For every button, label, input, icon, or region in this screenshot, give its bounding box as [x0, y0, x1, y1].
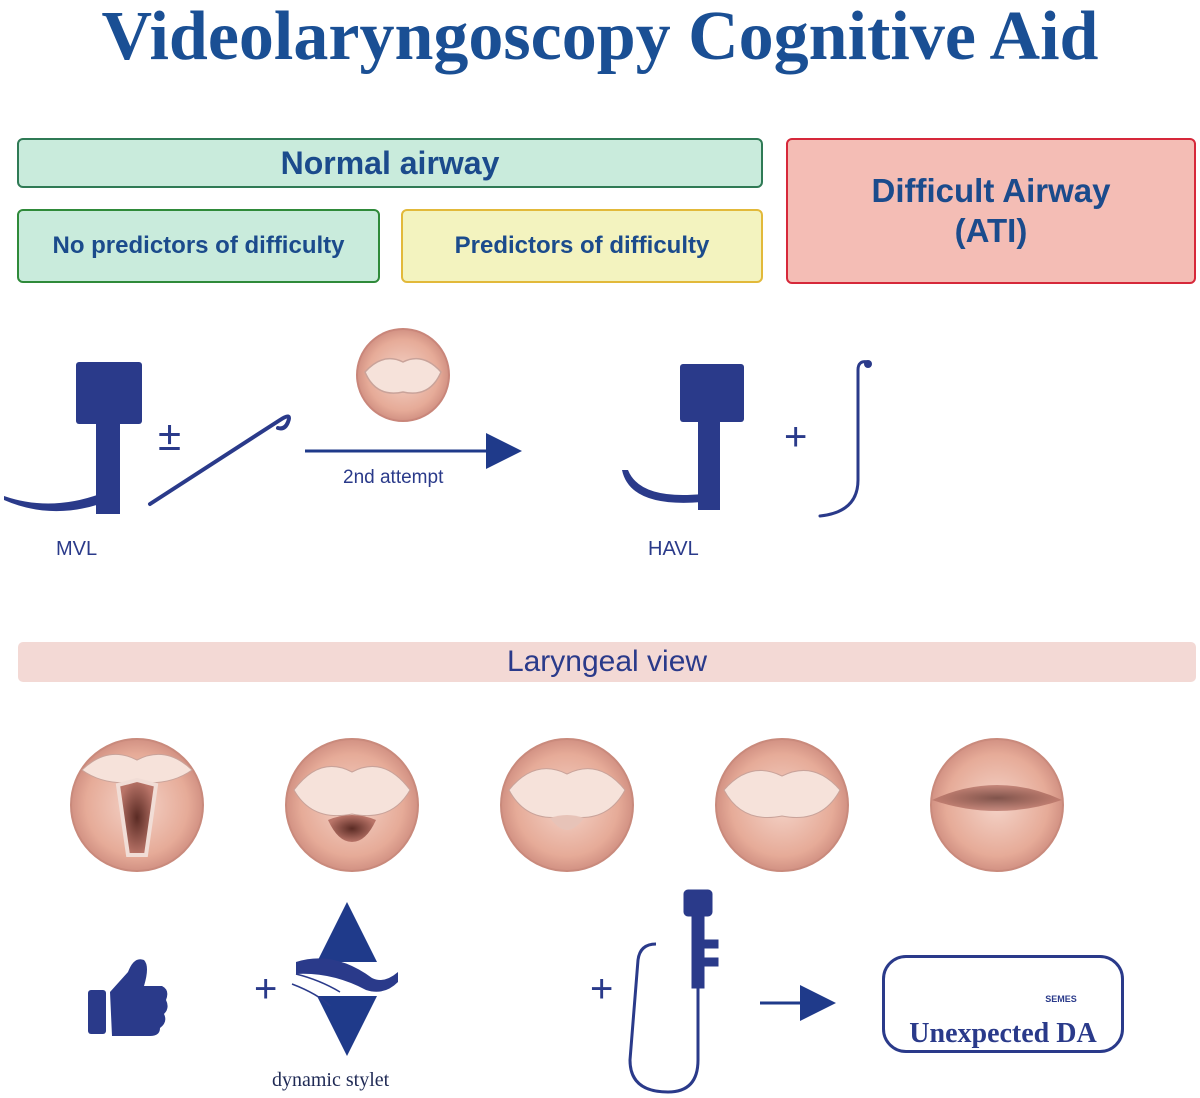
- mvl-label: MVL: [56, 538, 98, 560]
- laryngeal-view-band: Laryngeal view: [18, 642, 1196, 682]
- page-title: Videolaryngoscopy Cognitive Aid: [101, 0, 1099, 75]
- hyperangulated-videolaryngoscope-icon: [622, 364, 744, 510]
- glottis-view-grade-3-icon: [500, 738, 634, 872]
- glottis-view-grade-1-icon: [70, 738, 204, 872]
- thumbs-up-icon: [88, 959, 168, 1036]
- dynamic-stylet-icon: [291, 902, 398, 1056]
- semes-label: SEMES: [1045, 994, 1077, 1004]
- unexpected-da-label: Unexpected DA: [909, 1018, 1097, 1049]
- bougie-icon: [818, 360, 870, 518]
- difficult-airway-box: Difficult Airway (ATI): [786, 138, 1196, 284]
- glottis-view-small-icon: [356, 328, 450, 422]
- second-attempt-label: 2nd attempt: [343, 467, 444, 488]
- plus-minus-sign: ±: [158, 412, 181, 459]
- unexpected-da-box: [882, 955, 1124, 1053]
- videolaryngoscope-macintosh-icon: [4, 362, 142, 514]
- plus-sign-stylet: +: [254, 967, 277, 1011]
- plus-sign-fiberscope: +: [590, 967, 613, 1011]
- difficult-airway-line2: (ATI): [954, 212, 1028, 249]
- stylet-icon: [148, 414, 291, 506]
- glottis-view-no-structures-icon: [930, 738, 1064, 872]
- predictors-box: Predictors of difficulty: [401, 209, 763, 283]
- difficult-airway-line1: Difficult Airway: [871, 172, 1111, 209]
- havl-label: HAVL: [648, 538, 699, 560]
- plus-sign-top: +: [784, 415, 807, 459]
- normal-airway-header: Normal airway: [17, 138, 763, 188]
- glottis-view-grade-2-icon: [285, 738, 419, 872]
- no-predictors-box: No predictors of difficulty: [17, 209, 380, 283]
- dynamic-stylet-label: dynamic stylet: [272, 1069, 390, 1091]
- fiberscope-icon: [628, 889, 719, 1094]
- glottis-view-grade-4-icon: [715, 738, 849, 872]
